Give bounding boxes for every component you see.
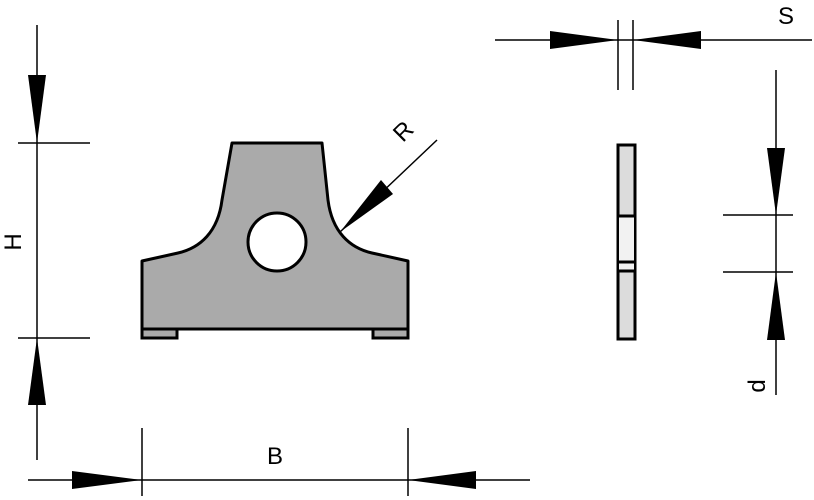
arrow-s-left [550, 31, 618, 49]
arrow-h-bottom [28, 338, 46, 405]
arrow-h-top [28, 75, 46, 143]
side-hole-gap [619, 263, 634, 270]
arrowheads [28, 31, 785, 489]
arrow-d-bottom [767, 272, 785, 340]
arrow-r [340, 180, 393, 232]
mounting-hole [246, 211, 308, 273]
side-view [616, 143, 637, 341]
label-r: R [388, 116, 419, 147]
label-b: B [267, 443, 283, 470]
label-d: d [744, 379, 771, 392]
label-s: S [778, 3, 794, 30]
arrow-d-top [767, 148, 785, 215]
front-view [140, 141, 410, 340]
arrow-b-right [408, 471, 476, 489]
arrow-b-left [72, 471, 142, 489]
side-hole-zone [619, 217, 634, 261]
arrow-s-right [633, 31, 701, 49]
dimension-lines [18, 20, 812, 496]
label-h: H [0, 233, 27, 250]
